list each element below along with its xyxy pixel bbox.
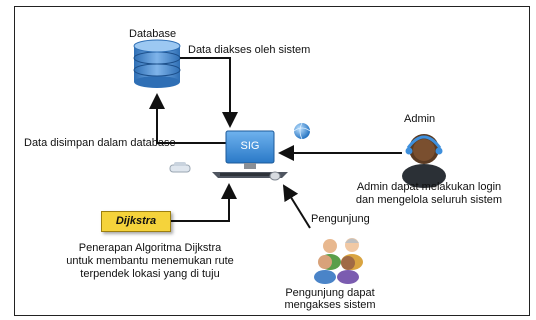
admin-desc-line2: dan mengelola seluruh sistem	[355, 194, 503, 206]
admin-headset-icon	[402, 134, 446, 188]
sig-label: SIG	[240, 140, 260, 152]
arrow-dijkstra-to-sig	[171, 183, 237, 222]
arrow-pengunjung-to-sig	[282, 184, 311, 229]
arrow-sig-to-db	[149, 93, 226, 144]
arrow-db-to-sig	[180, 57, 238, 128]
pengunjung-label: Pengunjung	[311, 213, 370, 225]
pengunjung-desc-line1: Pengunjung dapat	[285, 287, 375, 299]
edge-db-to-sig-label: Data diakses oleh sistem	[188, 44, 311, 56]
visitors-group-icon	[314, 238, 363, 284]
admin-desc-line1: Admin dapat melakukan login	[356, 181, 502, 193]
network-hub-icon	[169, 162, 191, 173]
database-label: Database	[129, 28, 177, 40]
dijkstra-desc-line1: Penerapan Algoritma Dijkstra	[78, 242, 222, 254]
edge-sig-to-db-label: Data disimpan dalam database	[24, 137, 176, 149]
globe-icon	[293, 122, 311, 140]
admin-label: Admin	[404, 113, 436, 125]
mouse-icon	[269, 171, 281, 181]
dijkstra-box: Dijkstra	[101, 211, 171, 232]
dijkstra-desc-line3: terpendek lokasi yang di tuju	[80, 268, 220, 280]
dijkstra-desc-line2: untuk membantu menemukan rute	[66, 255, 234, 267]
pengunjung-desc-line2: mengakses sistem	[284, 299, 376, 311]
computer-icon	[212, 130, 288, 178]
database-icon	[133, 39, 181, 88]
